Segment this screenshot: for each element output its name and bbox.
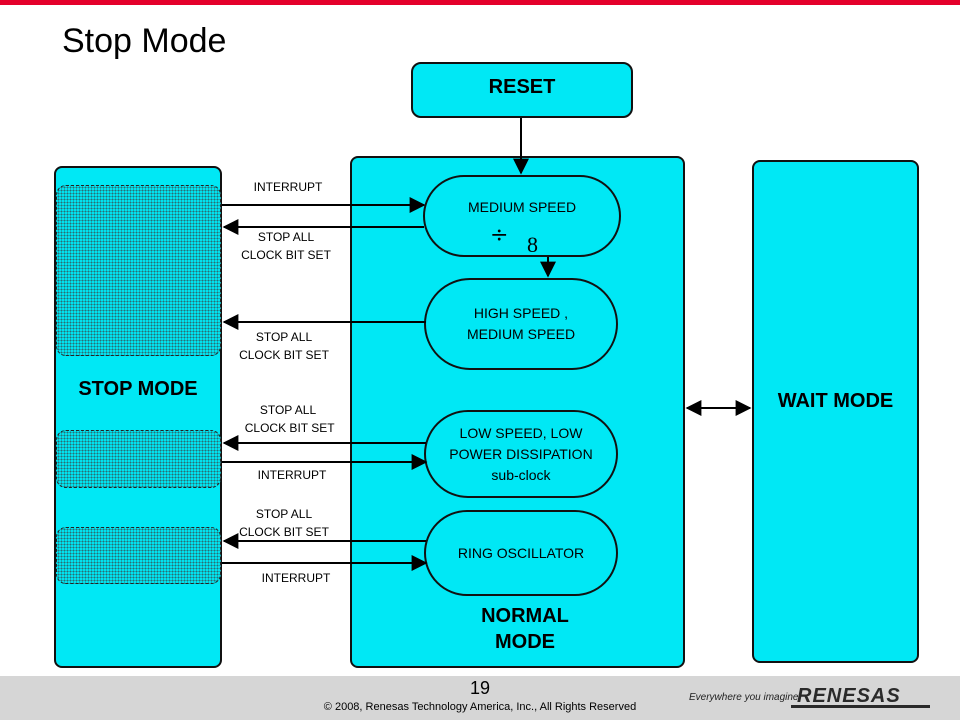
reset-label: RESET: [488, 76, 556, 98]
normal-mode-label: NORMAL MODE: [481, 605, 569, 653]
stop-mode-pattern-middle: [56, 430, 221, 488]
stop-mode-label: STOP MODE: [78, 378, 198, 400]
ring-oscillator-state: RING OSCILLATOR: [424, 510, 618, 596]
divide-icon: ÷: [490, 223, 509, 248]
high-speed-state: HIGH SPEED , MEDIUM SPEED: [424, 278, 618, 370]
interrupt-1-label: INTERRUPT: [253, 180, 323, 194]
stop-all-2-label: STOP ALL CLOCK BIT SET: [239, 330, 329, 362]
copyright-text: © 2008, Renesas Technology America, Inc.…: [323, 701, 637, 713]
wait-mode-box: [752, 160, 919, 663]
brand-slogan: Everywhere you imagine.: [689, 692, 802, 703]
stop-all-4-label: STOP ALL CLOCK BIT SET: [239, 507, 329, 539]
wait-mode-label: WAIT MODE: [777, 390, 894, 412]
renesas-logo: RENESAS: [797, 685, 901, 707]
high-speed-label: HIGH SPEED , MEDIUM SPEED: [466, 305, 576, 342]
page-title: Stop Mode: [62, 22, 227, 60]
stop-all-1-label: STOP ALL CLOCK BIT SET: [241, 230, 331, 262]
stop-mode-pattern-bottom: [56, 527, 221, 584]
page-number: 19: [469, 678, 491, 698]
interrupt-4-label: INTERRUPT: [261, 571, 331, 585]
stop-mode-pattern-top: [56, 185, 221, 356]
stop-all-3-label: STOP ALL CLOCK BIT SET: [244, 403, 335, 435]
top-accent-bar: [0, 0, 960, 5]
interrupt-3-label: INTERRUPT: [257, 468, 327, 482]
divider-value: 8: [527, 232, 538, 257]
footer-bar: [0, 676, 960, 720]
logo-underline: [791, 705, 930, 708]
medium-speed-state: MEDIUM SPEED: [423, 175, 621, 257]
ring-oscillator-label: RING OSCILLATOR: [457, 544, 585, 561]
low-speed-label: LOW SPEED, LOW POWER DISSIPATION sub-clo…: [449, 424, 593, 483]
medium-speed-label: MEDIUM SPEED: [467, 199, 577, 215]
reset-box: [411, 62, 633, 118]
